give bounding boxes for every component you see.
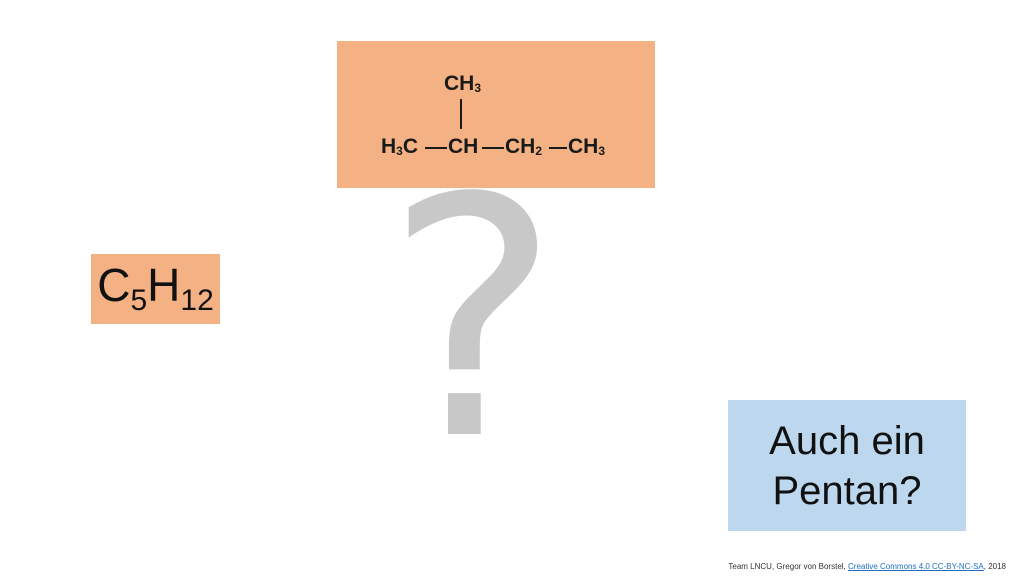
structural-formula-box: CH3 H3C CH CH2 CH3: [337, 41, 655, 188]
molecular-formula-box: C5H12: [91, 254, 220, 324]
molecular-formula: C5H12: [97, 259, 214, 317]
bond-2: [482, 147, 504, 149]
bond-1: [425, 147, 447, 149]
chain-ch2-label: CH2: [505, 135, 543, 158]
chain-ch-label: CH: [448, 135, 479, 158]
license-link[interactable]: Creative Commons 4.0 CC-BY-NC-SA: [848, 562, 984, 571]
methyl-branch-label: CH3: [444, 72, 482, 95]
credit-line: Team LNCU, Gregor von Borstel, Creative …: [728, 562, 1006, 571]
vertical-bond: [460, 99, 462, 129]
chain-h3c-label: H3C: [381, 135, 419, 158]
bond-3: [549, 147, 567, 149]
background-question-mark: ?: [385, 128, 561, 512]
question-box: Auch ein Pentan?: [728, 400, 966, 531]
question-text: Auch ein Pentan?: [769, 418, 925, 513]
chain-ch3-label: CH3: [568, 135, 606, 158]
